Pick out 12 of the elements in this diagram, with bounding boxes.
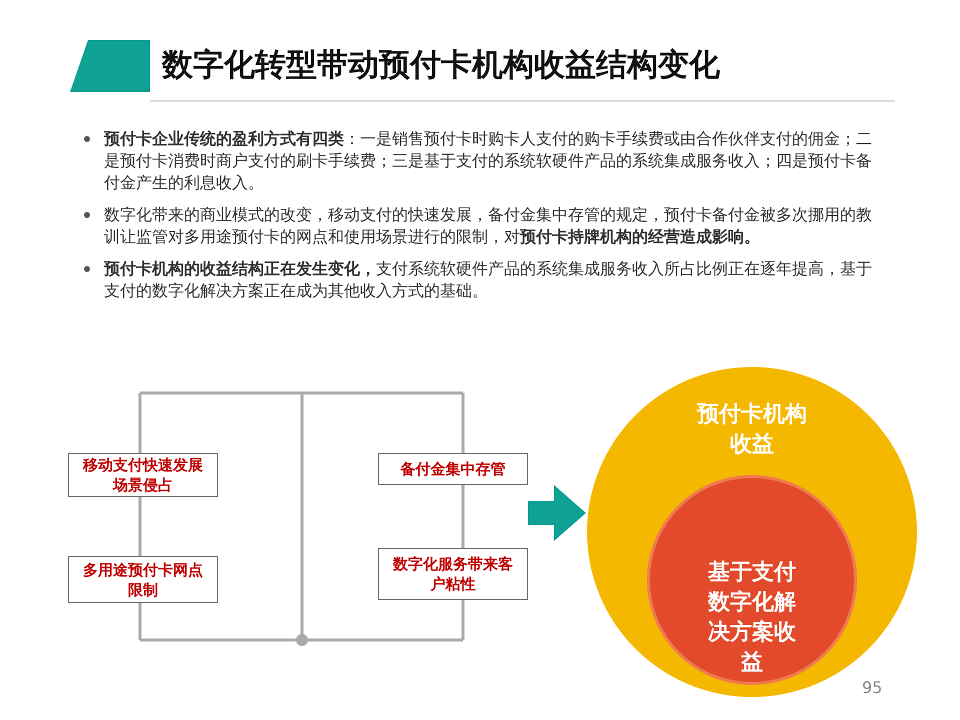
circle-label: 基于支付数字化解决方案收益 bbox=[706, 559, 797, 677]
bullet-paragraph: 数字化带来的商业模式的改变，移动支付的快速发展，备付金集中存管的规定，预付卡备付金被多次挪用的教训让监管对多用途预付卡的网点和使用场景进行的限制，对预付卡持牌机构的经营造成影响。 bbox=[104, 204, 872, 248]
factor-box: 移动支付快速发展场景侵占 bbox=[68, 453, 218, 497]
factor-box: 数字化服务带来客户粘性 bbox=[378, 548, 528, 600]
factor-box: 多用途预付卡网点限制 bbox=[68, 556, 218, 603]
arrow bbox=[528, 485, 586, 541]
bullet-paragraph: 预付卡企业传统的盈利方式有四类：一是销售预付卡时购卡人支付的购卡手续费或由合作伙伴支付的佣金；二是预付卡消费时商户支付的刷卡手续费；三是基于支付的系统软硬件产品的系统集成服务收入；四是预付卡备付金产生的利息收入。 bbox=[104, 128, 872, 194]
factor-box: 备付金集中存管 bbox=[378, 453, 528, 485]
circle-label: 预付卡机构收益 bbox=[696, 401, 808, 459]
slide-title: 数字化转型带动预付卡机构收益结构变化 bbox=[162, 46, 720, 85]
bullet-paragraph: 预付卡机构的收益结构正在发生变化，支付系统软硬件产品的系统集成服务收入所占比例正在逐年提高，基于支付的数字化解决方案正在成为其他收入方式的基础。 bbox=[104, 258, 872, 302]
page-number: 95 bbox=[862, 678, 882, 697]
